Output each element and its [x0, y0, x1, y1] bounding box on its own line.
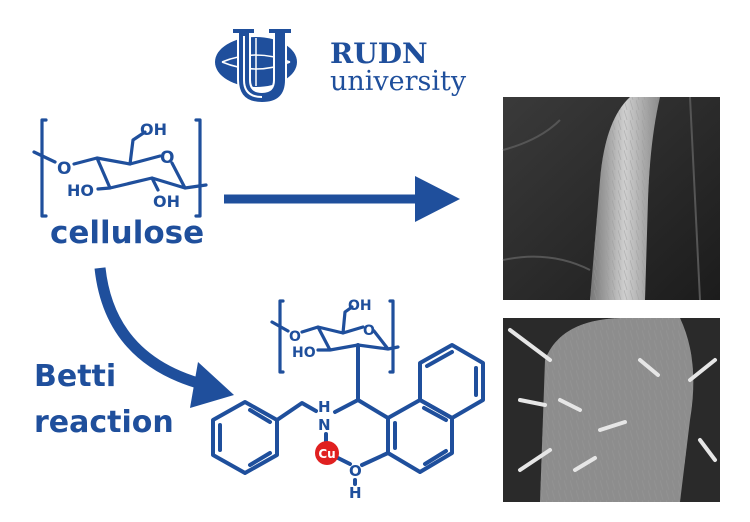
product-atom-nh: H [318, 398, 331, 416]
copper-atom [315, 441, 339, 465]
product-atom-ho: HO [292, 345, 316, 361]
atom-oh-bottom: OH [153, 192, 180, 211]
product-atom-oh-h: H [349, 484, 362, 502]
atom-o-link: O [57, 159, 71, 179]
logo-name: RUDN [330, 37, 428, 70]
reaction-label-line1: Betti [34, 359, 116, 394]
atom-o-ring: O [160, 148, 174, 168]
straight-arrow [224, 176, 460, 222]
copper-label: Cu [318, 447, 335, 461]
product-atom-n: N [318, 416, 331, 434]
sem-image-top [502, 96, 720, 301]
logo-subtitle: university [330, 66, 467, 97]
sem-image-bottom [503, 318, 720, 502]
cellulose-label: cellulose [50, 215, 204, 251]
rudn-logo: RUDN university [215, 27, 467, 105]
product-atom-o-phenol: O [349, 462, 362, 480]
product-structure: O O OH HO H N Cu O H [211, 298, 485, 502]
product-atom-o-link: O [289, 329, 301, 345]
reaction-label-line2: reaction [34, 405, 174, 440]
atom-oh-top: OH [140, 120, 167, 139]
product-atom-o-ring: O [363, 323, 375, 339]
curved-arrow [94, 267, 234, 408]
cellulose-structure: O O OH HO OH cellulose [32, 118, 208, 251]
product-atom-oh-top: OH [348, 298, 372, 314]
atom-ho: HO [67, 181, 94, 200]
